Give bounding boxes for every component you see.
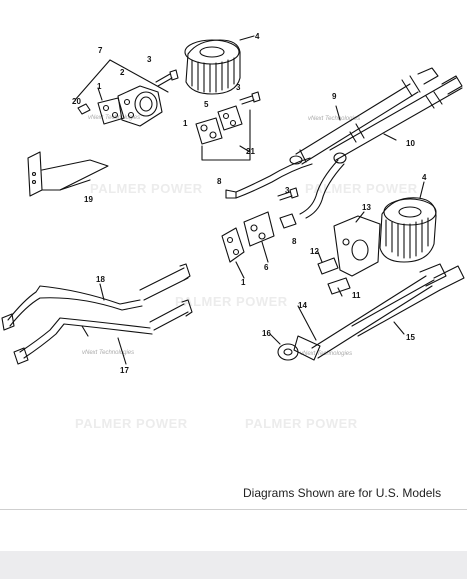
leader-1c — [235, 261, 245, 279]
parts-diagram: PALMER POWER PALMER POWER PALMER POWER P… — [1, 32, 465, 431]
filter-part-4a — [184, 39, 241, 95]
callout-11: 11 — [352, 291, 361, 300]
footer-bar — [0, 551, 467, 579]
callout-10: 10 — [406, 139, 415, 148]
leader-14 — [297, 305, 317, 341]
bolt-part-3c — [277, 187, 299, 201]
callout-19: 19 — [84, 195, 93, 204]
fitting-part-12 — [317, 257, 339, 275]
hose-part-9 — [329, 75, 463, 161]
callout-12: 12 — [310, 247, 319, 256]
callout-3a: 3 — [147, 55, 152, 64]
tube-part-8a — [225, 155, 313, 199]
divider — [0, 509, 467, 510]
watermark-stamp-2: vNext Technologies — [308, 116, 360, 122]
callout-1c: 1 — [241, 278, 246, 287]
bracket-part-19 — [27, 151, 109, 197]
watermark-brand-4: PALMER POWER — [75, 416, 188, 431]
hose-part-15 — [351, 265, 465, 337]
gasket-part-1b — [195, 117, 223, 145]
leader-21 — [239, 145, 251, 153]
callout-13: 13 — [362, 203, 371, 212]
leader-9 — [335, 105, 341, 121]
watermark-stamp-3: vNext Technologies — [300, 351, 352, 357]
callout-5: 5 — [204, 100, 209, 109]
plug-part-8b — [279, 213, 297, 229]
callout-3b: 3 — [236, 83, 241, 92]
hose-part-14 — [293, 263, 447, 361]
plug-part-20 — [77, 103, 91, 115]
watermark-brand-3: PALMER POWER — [175, 294, 288, 309]
tube-part-curved — [299, 152, 347, 219]
filter-head-part-13 — [333, 215, 381, 277]
bolt-part-3b — [239, 91, 261, 105]
watermark-brand-2: PALMER POWER — [305, 181, 418, 196]
filter-part-4b — [379, 197, 437, 263]
leader-4b — [419, 181, 425, 199]
callout-9: 9 — [332, 92, 337, 101]
callout-21: 21 — [246, 147, 255, 156]
washer-part-16 — [277, 343, 299, 361]
callout-18: 18 — [96, 275, 105, 284]
gasket-part-5 — [217, 105, 243, 131]
adapter-part-6 — [243, 211, 275, 247]
bolt-part-3a — [155, 69, 179, 87]
fitting-part-11 — [327, 277, 351, 295]
tube-part-17 — [13, 299, 193, 365]
leader-16 — [269, 333, 281, 345]
watermark-stamp-1: vNext Technologies — [88, 115, 140, 121]
leader-12 — [317, 251, 323, 263]
watermark-stamp-4: vNext Technologies — [82, 350, 134, 356]
callout-8b: 8 — [292, 237, 297, 246]
gasket-part-1 — [97, 97, 125, 125]
callout-16: 16 — [262, 329, 271, 338]
diagram-caption: Diagrams Shown are for U.S. Models — [243, 486, 442, 500]
leader-4a — [239, 35, 255, 41]
callout-14: 14 — [298, 301, 307, 310]
callout-1a: 1 — [97, 82, 102, 91]
watermark-group: PALMER POWER PALMER POWER PALMER POWER P… — [75, 115, 418, 431]
leader-18 — [99, 283, 105, 301]
callout-6: 6 — [264, 263, 269, 272]
watermark-brand-5: PALMER POWER — [245, 416, 358, 431]
callout-4a: 4 — [255, 32, 260, 41]
leader-11 — [337, 287, 343, 297]
bracket-21 — [201, 109, 251, 161]
callout-7: 7 — [98, 46, 103, 55]
gasket-part-1c — [221, 227, 245, 263]
leader-6 — [261, 241, 269, 263]
callout-17: 17 — [120, 366, 129, 375]
leader-10 — [383, 133, 397, 141]
leader-15 — [393, 321, 405, 335]
exploded-view-drawing: PALMER POWER PALMER POWER PALMER POWER P… — [1, 32, 465, 431]
callout-15: 15 — [406, 333, 415, 342]
leader-1-top — [97, 87, 103, 101]
callout-labels: 7 3 4 2 1 20 3 5 1 21 9 10 19 8 3 4 13 8… — [72, 32, 427, 375]
adapter-part-2 — [117, 85, 163, 127]
leader-7b — [109, 59, 169, 93]
tube-part-18 — [1, 263, 191, 331]
callout-8a: 8 — [217, 177, 222, 186]
watermark-brand-1: PALMER POWER — [90, 181, 203, 196]
callout-3c: 3 — [285, 186, 290, 195]
callout-1b: 1 — [183, 119, 188, 128]
callout-4b: 4 — [422, 173, 427, 182]
leader-17 — [117, 337, 127, 365]
hose-part-10 — [295, 67, 439, 165]
callout-20: 20 — [72, 97, 81, 106]
leader-13 — [355, 211, 365, 223]
leader-7 — [74, 59, 111, 101]
callout-2: 2 — [120, 68, 125, 77]
